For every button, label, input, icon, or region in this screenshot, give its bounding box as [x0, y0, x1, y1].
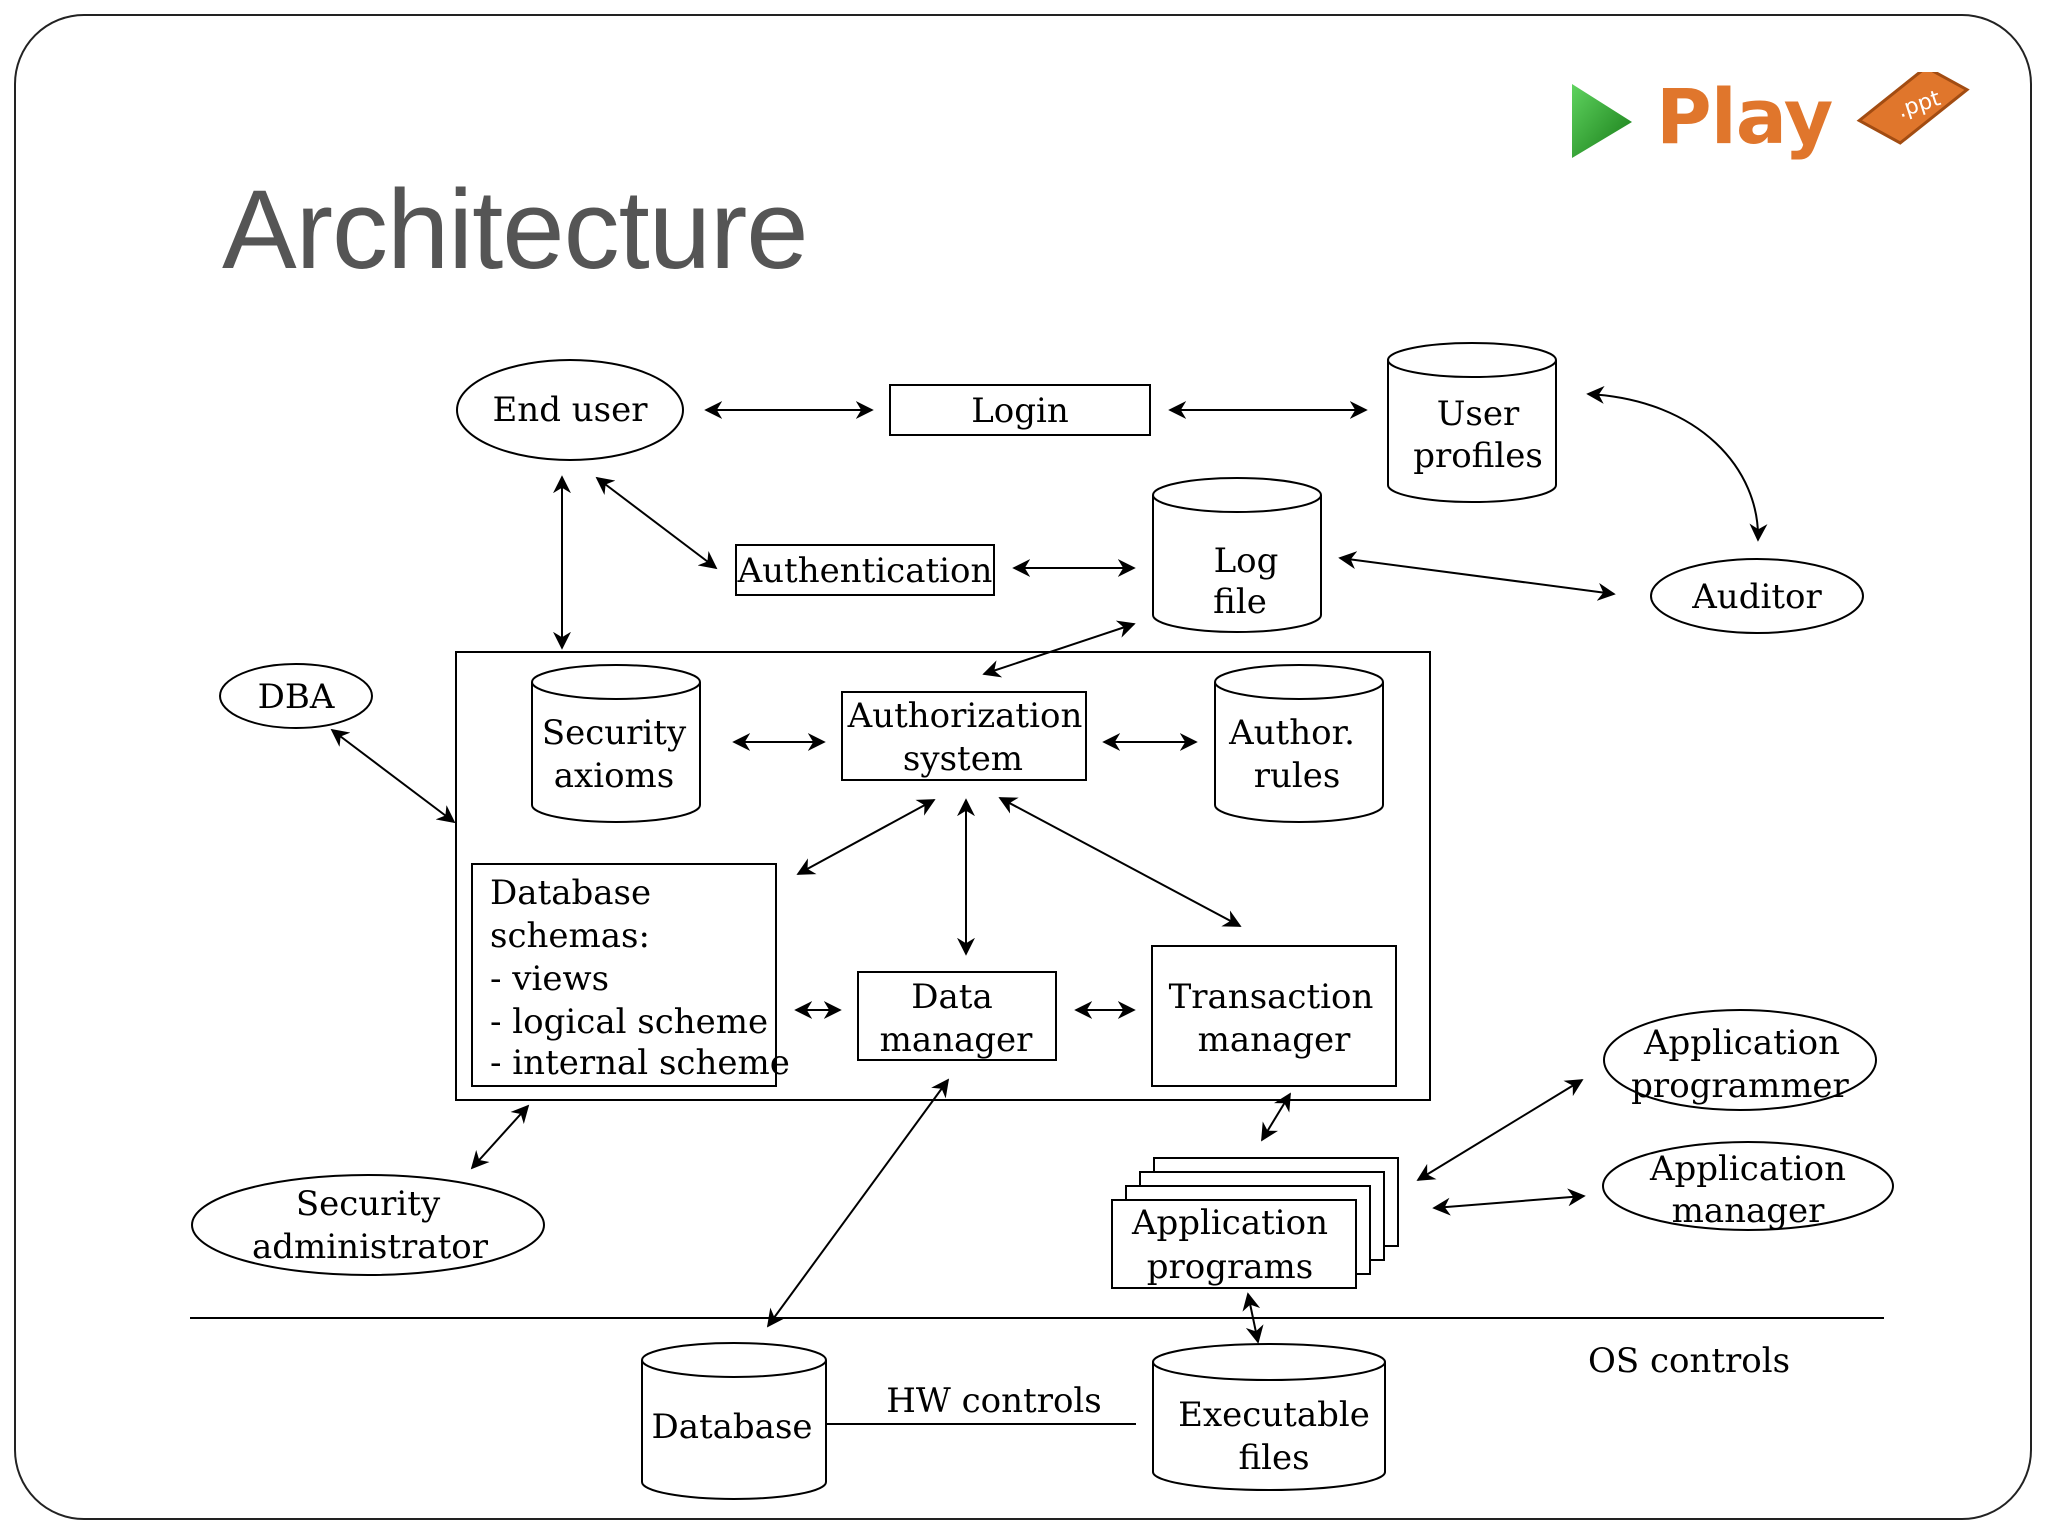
- application-manager-label-1: Application: [1649, 1149, 1846, 1189]
- application-programs-label-2: programs: [1147, 1247, 1313, 1287]
- edge-authorization-transaction: [998, 797, 1242, 927]
- edge-appprograms-appmanager: [1432, 1188, 1586, 1216]
- authorization-system-label-2: system: [903, 739, 1023, 779]
- application-manager-node: Application manager: [1602, 1141, 1894, 1231]
- logo-text: Play: [1656, 72, 1833, 161]
- database-schemas-line-5: - internal scheme: [490, 1043, 790, 1083]
- logo-graphic: .ppt: [1572, 65, 1970, 158]
- hw-controls-label: HW controls: [886, 1381, 1102, 1421]
- log-file-label-1: Log: [1214, 541, 1279, 581]
- log-file-node: Log file: [1152, 477, 1322, 633]
- edge-logfile-auditor: [1338, 551, 1616, 601]
- authentication-node: Authentication: [735, 544, 995, 596]
- transaction-manager-label-1: Transaction: [1169, 977, 1374, 1017]
- transaction-manager-label-2: manager: [1198, 1020, 1352, 1060]
- database-label: Database: [651, 1407, 812, 1447]
- edge-enduser-authentication: [595, 476, 718, 570]
- database-schemas-line-1: Database: [490, 873, 651, 913]
- author-rules-label-1: Author.: [1228, 713, 1355, 753]
- security-axioms-label-2: axioms: [554, 756, 674, 796]
- auditor-node: Auditor: [1650, 558, 1864, 634]
- login-node: Login: [889, 384, 1151, 436]
- authentication-label: Authentication: [737, 551, 993, 591]
- auditor-label: Auditor: [1691, 577, 1822, 617]
- transaction-manager-node: Transaction manager: [1151, 945, 1397, 1087]
- author-rules-label-2: rules: [1254, 756, 1341, 796]
- security-axioms-node: Security axioms: [531, 664, 701, 823]
- security-administrator-node: Security administrator: [191, 1174, 545, 1276]
- playppt-logo: .ppt Play: [1560, 65, 1980, 172]
- authorization-system-label-1: Authorization: [847, 696, 1083, 736]
- end-user-label: End user: [492, 390, 648, 430]
- ppt-badge-icon: [1856, 65, 1970, 145]
- database-schemas-line-3: - views: [490, 959, 609, 999]
- authorization-system-node: Authorization system: [841, 691, 1087, 781]
- edge-system-securityadmin: [470, 1104, 530, 1170]
- executable-files-label-1: Executable: [1178, 1395, 1370, 1435]
- user-profiles-label-2: profiles: [1413, 436, 1543, 476]
- author-rules-node: Author. rules: [1214, 664, 1384, 823]
- data-manager-label-1: Data: [911, 977, 992, 1017]
- executable-files-node: Executable files: [1152, 1343, 1386, 1491]
- application-programmer-label-2: programmer: [1631, 1066, 1849, 1106]
- end-user-node: End user: [456, 359, 684, 461]
- user-profiles-node: User profiles: [1387, 342, 1557, 503]
- user-profiles-label-1: User: [1437, 394, 1520, 434]
- edge-logfile-authorization: [982, 620, 1136, 678]
- play-triangle-icon: [1572, 84, 1632, 158]
- security-administrator-label-1: Security: [296, 1184, 441, 1224]
- dba-label: DBA: [258, 677, 335, 717]
- log-file-label-2: file: [1213, 582, 1267, 622]
- edge-authorization-schemas: [796, 799, 936, 875]
- dba-node: DBA: [219, 663, 373, 729]
- edge-userprofiles-auditor: [1586, 385, 1768, 542]
- edge-datamanager-database: [766, 1078, 950, 1328]
- database-node: Database: [641, 1342, 827, 1500]
- application-programmer-label-1: Application: [1643, 1023, 1840, 1063]
- security-axioms-label-1: Security: [542, 713, 687, 753]
- login-label: Login: [971, 391, 1069, 431]
- edge-dba-system: [330, 728, 456, 824]
- data-manager-node: Data manager: [857, 971, 1057, 1061]
- security-administrator-label-2: administrator: [252, 1227, 489, 1267]
- database-schemas-line-4: - logical scheme: [490, 1002, 768, 1042]
- application-programs-node: Application programs: [1111, 1157, 1399, 1289]
- os-controls-label: OS controls: [1588, 1341, 1790, 1381]
- application-manager-label-2: manager: [1672, 1191, 1826, 1231]
- edge-transaction-appprograms: [1261, 1092, 1291, 1142]
- edge-appprograms-executables: [1242, 1292, 1264, 1344]
- data-manager-label-2: manager: [880, 1020, 1034, 1060]
- slide-title: Architecture: [222, 167, 809, 292]
- application-programs-label-1: Application: [1131, 1203, 1328, 1243]
- application-programmer-node: Application programmer: [1603, 1009, 1877, 1111]
- database-schemas-line-2: schemas:: [490, 916, 650, 956]
- executable-files-label-2: files: [1238, 1438, 1309, 1478]
- edge-appprograms-programmer: [1416, 1079, 1584, 1181]
- database-schemas-node: Database schemas: - views - logical sche…: [471, 863, 790, 1087]
